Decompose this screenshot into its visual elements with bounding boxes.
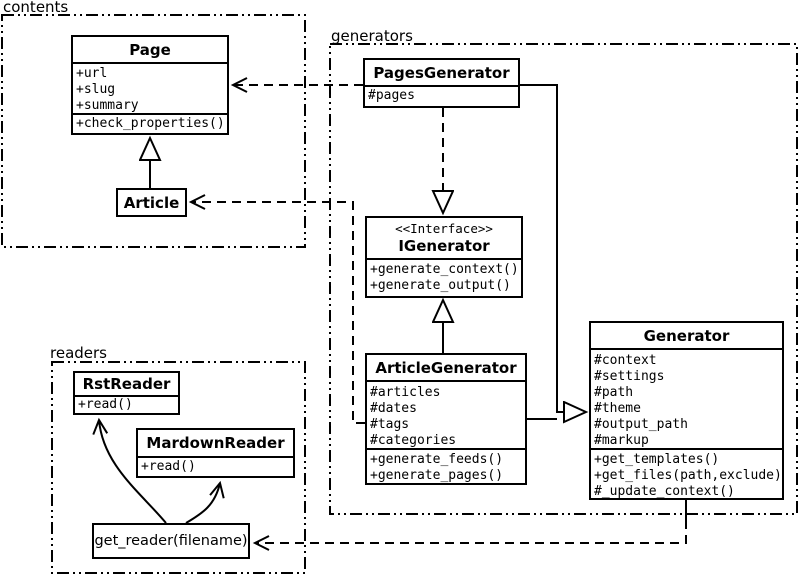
class-page: Page +url +slug +summary +check_properti… bbox=[71, 35, 229, 135]
class-igenerator-name: IGenerator bbox=[398, 236, 490, 255]
readers-package-label: readers bbox=[50, 344, 107, 362]
contents-package-label: contents bbox=[3, 0, 69, 16]
readers-package-border bbox=[51, 361, 306, 574]
class-igenerator-stereotype: <<Interface>> bbox=[395, 220, 493, 236]
class-igenerator-header: <<Interface>> IGenerator bbox=[367, 218, 521, 260]
attribute: +url bbox=[76, 66, 108, 81]
class-igenerator-methods: +generate_context() +generate_output() bbox=[367, 260, 521, 296]
attribute: #context bbox=[594, 353, 657, 368]
attribute: #settings bbox=[594, 369, 665, 384]
class-articlegenerator: ArticleGenerator #articles #dates #tags … bbox=[365, 353, 527, 485]
class-articlegenerator-attributes: #articles #dates #tags #categories bbox=[367, 382, 525, 450]
attribute: +slug bbox=[76, 82, 116, 97]
method: +generate_context() bbox=[370, 262, 519, 277]
method: +get_files(path,exclude) bbox=[594, 468, 782, 483]
attribute: +summary bbox=[76, 98, 139, 113]
method: +generate_pages() bbox=[370, 468, 504, 483]
method: +read() bbox=[78, 397, 133, 412]
attribute: #articles bbox=[370, 385, 441, 400]
attribute: #pages bbox=[368, 88, 415, 103]
method: #_update_context() bbox=[594, 484, 735, 498]
method: +get_templates() bbox=[594, 452, 720, 467]
edge-getreader-to-rstreader bbox=[92, 417, 167, 524]
edge-generator-depends-getreader bbox=[252, 520, 687, 551]
class-generator-methods: +get_templates() +get_files(path,exclude… bbox=[591, 450, 782, 498]
attribute: #markup bbox=[594, 433, 649, 448]
edge-articlegenerator-depends-article bbox=[188, 194, 365, 424]
attribute: #dates bbox=[370, 401, 417, 416]
attribute: #path bbox=[594, 385, 634, 400]
attribute: #tags bbox=[370, 417, 410, 432]
contents-package-border bbox=[1, 14, 306, 248]
class-rstreader-name: RstReader bbox=[75, 373, 178, 397]
method: +generate_output() bbox=[370, 278, 511, 293]
class-page-attributes: +url +slug +summary bbox=[73, 64, 227, 115]
class-page-methods: +check_properties() bbox=[73, 115, 227, 133]
generators-package-border bbox=[329, 43, 798, 515]
method: +check_properties() bbox=[76, 116, 225, 131]
class-pagesgenerator-attributes: #pages bbox=[365, 87, 518, 106]
class-article: Article bbox=[116, 188, 187, 217]
class-generator-name: Generator bbox=[591, 323, 782, 350]
class-articlegenerator-methods: +generate_feeds() +generate_pages() bbox=[367, 450, 525, 483]
class-articlegenerator-name: ArticleGenerator bbox=[367, 355, 525, 382]
class-igenerator: <<Interface>> IGenerator +generate_conte… bbox=[365, 216, 523, 298]
generators-package-label: generators bbox=[331, 27, 413, 45]
class-article-name: Article bbox=[123, 193, 180, 212]
attribute: #categories bbox=[370, 433, 457, 448]
class-rstreader: RstReader +read() bbox=[73, 371, 180, 415]
class-pagesgenerator: PagesGenerator #pages bbox=[363, 58, 520, 108]
method: +read() bbox=[141, 459, 196, 474]
class-mardownreader-methods: +read() bbox=[138, 458, 293, 476]
attribute: #theme bbox=[594, 401, 641, 416]
class-rstreader-methods: +read() bbox=[75, 397, 178, 413]
class-page-name: Page bbox=[73, 37, 227, 64]
method: +generate_feeds() bbox=[370, 452, 504, 467]
edge-pagesgenerator-inherits-generator bbox=[520, 84, 586, 412]
class-mardownreader-name: MardownReader bbox=[138, 430, 293, 458]
class-generator-attributes: #context #settings #path #theme #output_… bbox=[591, 350, 782, 450]
class-pagesgenerator-name: PagesGenerator bbox=[365, 60, 518, 87]
attribute: #output_path bbox=[594, 417, 688, 432]
edge-getreader-to-mardownreader bbox=[185, 480, 225, 524]
getreader-function-box: get_reader(filename) bbox=[92, 523, 250, 559]
class-generator: Generator #context #settings #path #them… bbox=[589, 321, 784, 500]
class-mardownreader: MardownReader +read() bbox=[136, 428, 295, 478]
